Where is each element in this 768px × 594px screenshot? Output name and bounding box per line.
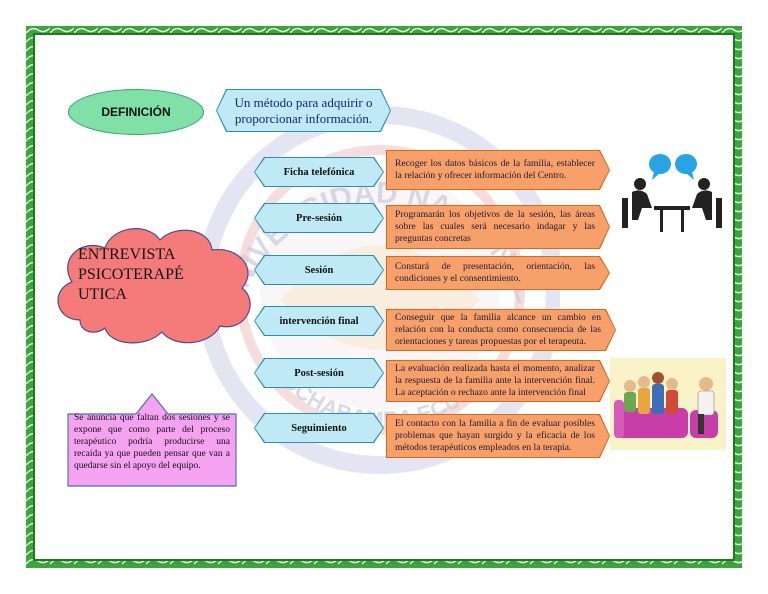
- definition-box: Un método para adquirir o proporcionar i…: [216, 89, 391, 132]
- stage-label: Post-sesión: [294, 367, 344, 379]
- main-topic-text: ENTREVISTA PSICOTERAPÉ UTICA: [78, 246, 184, 303]
- description-post-sesion: La evaluación realizada hasta el momento…: [386, 360, 610, 402]
- description-text: Programarán los objetivos de la sesión, …: [395, 209, 595, 244]
- interview-people-icon: [622, 154, 722, 232]
- description-seguimiento: El contacto con la familia a fin de eval…: [386, 414, 610, 458]
- description-text: El contacto con la familia a fin de eval…: [395, 418, 595, 453]
- stage-seguimiento: Seguimiento: [254, 413, 384, 443]
- definition-text: Un método para adquirir o proporcionar i…: [234, 94, 373, 126]
- description-intervencion-final: Conseguir que la familia alcance un camb…: [386, 309, 616, 351]
- stage-pre-sesion: Pre-sesión: [254, 203, 384, 233]
- description-sesion: Constará de presentación, orientación, l…: [386, 256, 610, 290]
- definition-label: DEFINICIÓN: [68, 89, 204, 135]
- stage-label: Ficha telefónica: [283, 166, 355, 178]
- stage-sesion: Sesión: [254, 255, 384, 285]
- stage-post-sesion: Post-sesión: [254, 358, 384, 388]
- stage-label: Pre-sesión: [296, 212, 342, 224]
- note-text: Se anuncia que faltan dos sesiones y se …: [74, 413, 230, 471]
- description-text: Constará de presentación, orientación, l…: [395, 261, 595, 284]
- stage-label: intervención final: [279, 315, 359, 327]
- stage-intervencion-final: intervención final: [254, 306, 384, 336]
- stage-label: Sesión: [304, 264, 334, 276]
- description-text: La evaluación realizada hasta el momento…: [395, 363, 595, 398]
- description-ficha-telefonica: Recoger los datos básicos de la familia,…: [386, 150, 610, 190]
- note-callout: [67, 393, 237, 487]
- main-topic-cloud: [57, 228, 251, 344]
- family-therapy-illustration: [610, 358, 726, 450]
- description-pre-sesion: Programarán los objetivos de la sesión, …: [386, 205, 610, 249]
- stage-label: Seguimiento: [291, 422, 347, 434]
- description-text: Recoger los datos básicos de la familia,…: [395, 158, 595, 181]
- stage-ficha-telefonica: Ficha telefónica: [254, 157, 384, 187]
- description-text: Conseguir que la familia alcance un camb…: [395, 312, 601, 347]
